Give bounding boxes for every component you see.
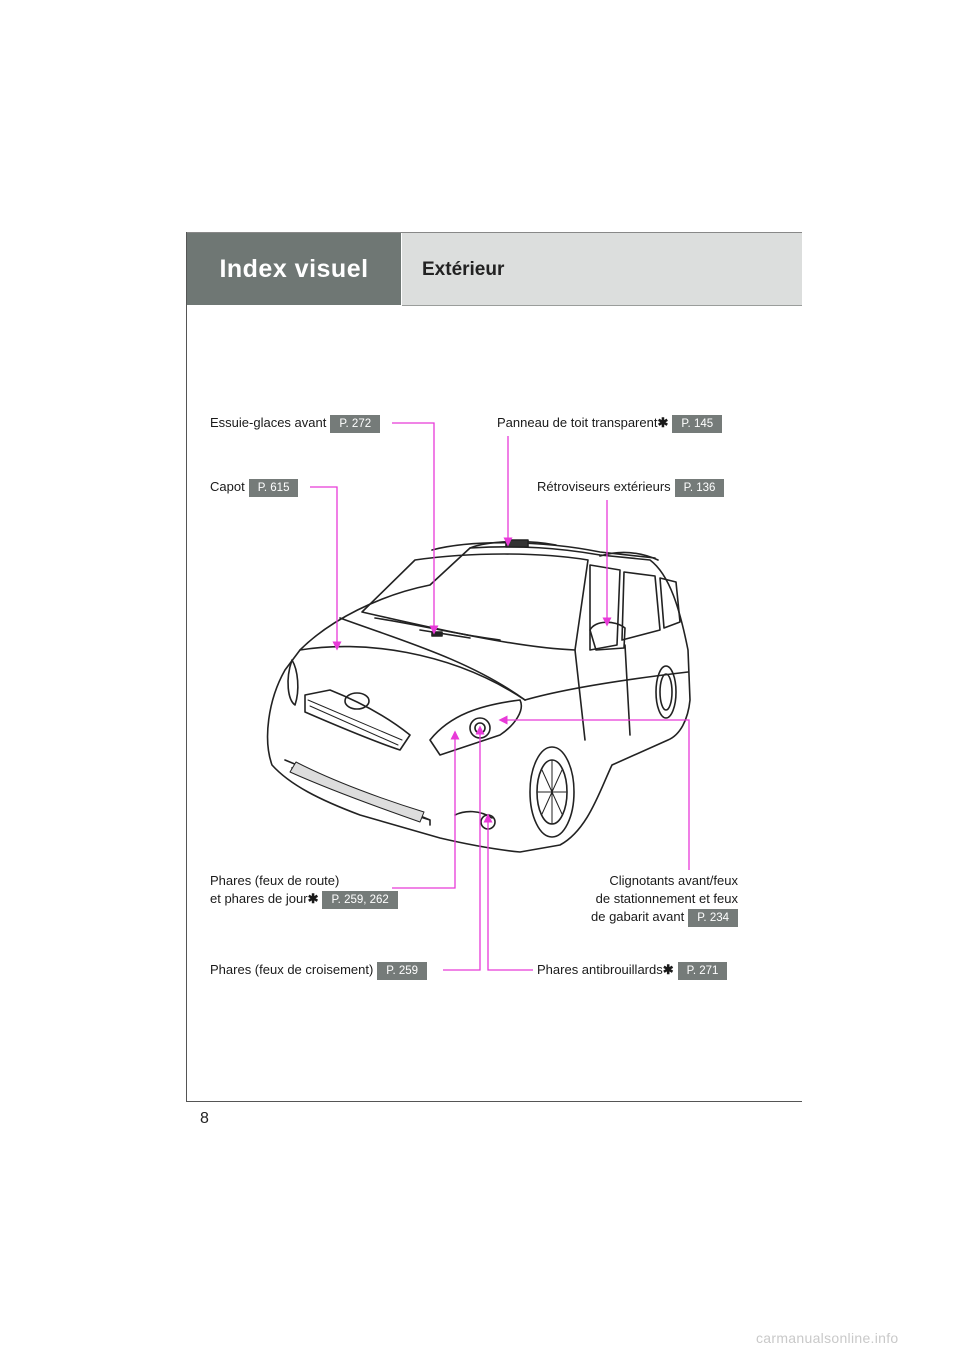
asterisk-mark: ✱ — [657, 415, 669, 430]
callout-moonroof-label: Panneau de toit transparent — [497, 415, 658, 430]
page-ref-badge[interactable]: P. 259 — [377, 961, 428, 980]
callout-turn-signals-line2: de stationnement et feux — [595, 891, 738, 906]
page-ref-badge[interactable]: P. 615 — [248, 478, 299, 497]
callout-hood-label: Capot — [210, 479, 245, 494]
callout-fog: Phares antibrouillards✱P. 271 — [537, 961, 728, 980]
leader-headlights-high — [392, 730, 460, 889]
callout-headlights-high-line1: Phares (feux de route) — [210, 873, 340, 888]
leader-lines — [310, 422, 690, 971]
page-ref-badge[interactable]: P. 136 — [674, 478, 725, 497]
callout-turn-signals-line1: Clignotants avant/feux — [609, 873, 738, 888]
asterisk-mark: ✱ — [307, 891, 319, 906]
page-title-bar: Extérieur — [402, 233, 802, 306]
watermark: carmanualsonline.info — [756, 1330, 899, 1346]
callout-wipers-label: Essuie-glaces avant — [210, 415, 327, 430]
leader-hood — [310, 486, 342, 651]
asterisk-mark: ✱ — [662, 962, 674, 977]
callout-headlights-low: Phares (feux de croisement)P. 259 — [210, 961, 428, 980]
page-ref-badge[interactable]: P. 145 — [672, 414, 723, 433]
page-title: Extérieur — [422, 259, 505, 280]
page-ref-badge[interactable]: P. 234 — [688, 908, 738, 927]
page-ref-badge[interactable]: P. 259, 262 — [322, 890, 398, 909]
callout-mirrors-label: Rétroviseurs extérieurs — [537, 479, 671, 494]
callout-headlights-low-label: Phares (feux de croisement) — [210, 962, 374, 977]
callout-turn-signals: Clignotants avant/feux de stationnement … — [560, 872, 738, 927]
minivan-drawing — [266, 539, 691, 853]
page-ref-badge[interactable]: P. 271 — [677, 961, 728, 980]
frame-left-rule — [186, 232, 187, 1102]
callout-headlights-high-line2: et phares de jour — [210, 891, 308, 906]
page-number: 8 — [200, 1110, 209, 1127]
page-ref-badge[interactable]: P. 272 — [330, 414, 381, 433]
leader-headlights-low — [443, 725, 485, 971]
leader-wipers — [392, 422, 439, 635]
callout-headlights-high: Phares (feux de route) et phares de jour… — [210, 872, 398, 909]
callout-moonroof: Panneau de toit transparent✱P. 145 — [497, 414, 723, 433]
callout-turn-signals-line3: de gabarit avant — [591, 909, 685, 924]
frame-bottom-rule — [186, 1101, 802, 1102]
leader-turn-signals — [498, 715, 690, 870]
leader-fog — [483, 813, 533, 971]
frame-top-rule — [186, 232, 802, 233]
section-tab: Index visuel — [187, 233, 401, 305]
callout-fog-label: Phares antibrouillards — [537, 962, 663, 977]
